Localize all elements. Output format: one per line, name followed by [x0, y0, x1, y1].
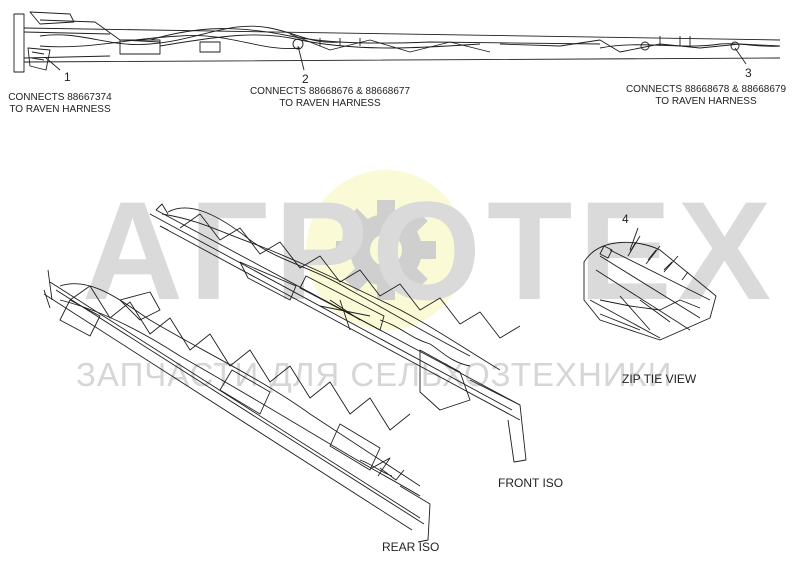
callout-3-line2: TO RAVEN HARNESS	[655, 96, 757, 107]
leader-line-4	[629, 227, 639, 251]
rear-iso-boom	[43, 269, 431, 543]
top-boom-plan	[13, 11, 781, 73]
callout-number-4: 4	[622, 212, 629, 226]
callout-1-line2: TO RAVEN HARNESS	[9, 104, 111, 115]
leader-line-1	[45, 57, 61, 71]
callout-3-line1: CONNECTS 88668678 & 88668679	[625, 84, 787, 95]
leader-line-3	[734, 47, 747, 65]
zip-tie-view-label: ZIP TIE VIEW	[622, 372, 697, 386]
front-iso-boom	[149, 203, 527, 463]
callout-label-2: CONNECTS 88668676 & 88668677 TO RAVEN HA…	[225, 86, 435, 110]
callout-label-3: CONNECTS 88668678 & 88668679 TO RAVEN HA…	[612, 84, 800, 108]
front-iso-label: FRONT ISO	[498, 476, 564, 490]
zip-tie-detail	[583, 235, 717, 341]
callout-number-3: 3	[745, 66, 752, 80]
callout-2-line2: TO RAVEN HARNESS	[279, 98, 381, 109]
leader-line-2	[297, 45, 305, 71]
callout-1-line1: CONNECTS 88667374	[8, 92, 112, 103]
callout-2-line1: CONNECTS 88668676 & 88668677	[249, 86, 411, 97]
callout-number-1: 1	[64, 70, 71, 84]
rear-iso-label: REAR ISO	[382, 540, 440, 554]
callout-number-2: 2	[302, 72, 309, 86]
callout-label-1: CONNECTS 88667374 TO RAVEN HARNESS	[0, 92, 120, 116]
